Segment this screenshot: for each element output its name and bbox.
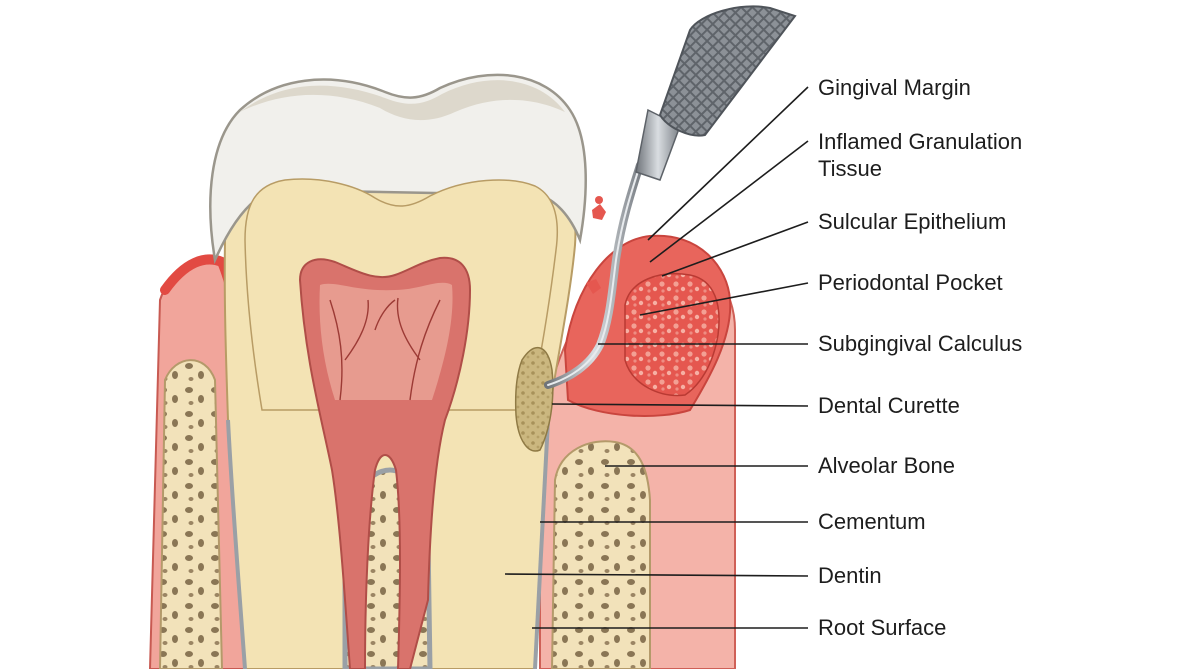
label-sulcular-epithelium: Sulcular Epithelium	[818, 209, 1007, 234]
label-subgingival-calculus: Subgingival Calculus	[818, 331, 1023, 356]
label-root-surface: Root Surface	[818, 615, 947, 640]
subgingival-calculus-deposit	[514, 347, 554, 452]
curette-handle	[658, 5, 797, 137]
leader-line-dentin	[504, 573, 809, 577]
label-periodontal-pocket: Periodontal Pocket	[818, 270, 1003, 295]
pulp-inner	[319, 282, 453, 400]
pulp-vessels	[329, 297, 441, 401]
left-alveolar-bone	[158, 359, 224, 669]
curette-shank-highlight	[547, 164, 641, 386]
label-inflamed-granulation-tissue: Inflamed Granulation Tissue	[818, 129, 1023, 181]
leader-line-inflamed-granulation-tissue	[649, 140, 809, 263]
debris-fleck	[595, 196, 603, 204]
right-alveolar-bone	[550, 440, 651, 669]
cementum-line-left	[226, 419, 247, 669]
leader-line-gingival-margin	[647, 86, 809, 241]
label-alveolar-bone: Alveolar Bone	[818, 453, 955, 478]
leader-line-dental-curette	[551, 403, 809, 407]
label-cementum: Cementum	[818, 509, 926, 534]
leader-line-sulcular-epithelium	[661, 221, 809, 277]
enamel-shading	[240, 80, 565, 121]
label-gingival-margin: Gingival Margin	[818, 75, 971, 100]
label-dentin: Dentin	[818, 563, 882, 588]
debris-fleck	[586, 279, 601, 294]
label-dental-curette: Dental Curette	[818, 393, 960, 418]
leader-line-periodontal-pocket	[639, 282, 809, 316]
debris-fleck	[592, 204, 606, 220]
cementum-line-right	[533, 419, 550, 669]
